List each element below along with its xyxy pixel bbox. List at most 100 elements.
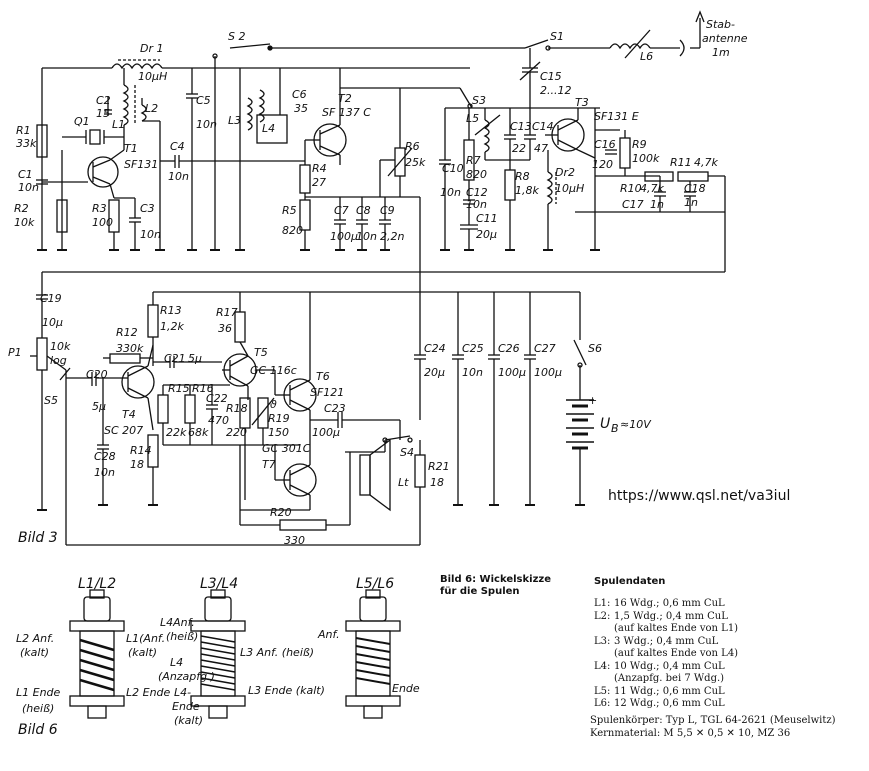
t7-type: GC 301C	[262, 442, 311, 455]
coil-data-row: (auf kaltes Ende von L1)	[594, 623, 738, 635]
r14-label: R14	[130, 444, 152, 457]
l1-coil	[122, 84, 129, 126]
r14-value: 18	[130, 458, 144, 471]
ub-label: U	[600, 416, 610, 432]
c7-label: C7	[334, 204, 349, 217]
r8-label: R8	[515, 170, 530, 183]
c18-label: C18	[684, 182, 706, 195]
r19-value: 150	[268, 426, 289, 439]
r18-label: R18	[226, 402, 248, 415]
ub-value: ≈10V	[620, 418, 652, 431]
c23-label: C23	[324, 402, 346, 415]
r5-value: 820	[282, 224, 303, 237]
coil-data-value: 16 Wdg.; 0,6 mm CuL	[614, 598, 725, 609]
r12-label: R12	[116, 326, 138, 339]
coil-data-value: 1,5 Wdg.; 0,4 mm CuL	[614, 610, 728, 622]
r19-theta: ϑ	[270, 398, 277, 411]
c7-value: 100μ	[330, 230, 358, 243]
r9-label: R9	[632, 138, 647, 151]
t7-label: T7	[262, 458, 276, 471]
c10-label: C10	[442, 162, 464, 175]
r13-value: 1,2k	[160, 320, 184, 333]
c20-label: C20	[86, 368, 108, 381]
c3-ende: Ende	[392, 682, 420, 695]
c13-label: C13	[510, 120, 532, 133]
s1-label: S1	[550, 30, 564, 43]
r11-value: 4,7k	[694, 156, 718, 169]
dr2-choke	[546, 171, 553, 205]
l5-coil	[483, 119, 490, 153]
t3-type: SF131 E	[594, 110, 639, 123]
r3-value: 100	[92, 216, 113, 229]
coil-title-1: L1/L2	[78, 576, 116, 592]
c2-label: C2	[96, 94, 111, 107]
c1-kalt1: (kalt)	[20, 646, 49, 659]
r13-label: R13	[160, 304, 182, 317]
c15-label: C15	[540, 70, 562, 83]
c1-l2-ende: L2 Ende	[126, 686, 171, 699]
r18-value: 220	[226, 426, 247, 439]
coil-data-value: (Anzapfg. bei 7 Wdg.)	[614, 673, 725, 684]
c17-value: 1n	[650, 198, 664, 211]
c15-value: 2...12	[540, 84, 572, 97]
c2-ende: Ende	[172, 700, 200, 713]
c22-value: 470	[208, 414, 229, 427]
r16-label: R16	[192, 382, 214, 395]
r2-label: R2	[14, 202, 29, 215]
c13-value: 22	[512, 142, 526, 155]
c1-value: 10n	[18, 181, 39, 194]
s4-label: S4	[400, 446, 414, 459]
r12-value: 330k	[116, 342, 144, 355]
dr2-value: 10μH	[555, 182, 584, 195]
r1-label: R1	[16, 124, 31, 137]
coil-data-value: 11 Wdg.; 0,6 mm CuL	[614, 685, 725, 697]
lt-label: Lt	[398, 476, 409, 489]
winding-sketch-title-2: für die Spulen	[440, 586, 520, 597]
s2-label: S 2	[228, 30, 245, 43]
r6-value: 25k	[405, 156, 426, 169]
t4-label: T4	[122, 408, 136, 421]
c23-value: 100μ	[312, 426, 340, 439]
l5-label: L5	[466, 112, 479, 125]
c28-label: C28	[94, 450, 116, 463]
r19-label: R19	[268, 412, 290, 425]
coil-data-row: L4:10 Wdg.; 0,4 mm CuL	[594, 661, 725, 673]
c1-l1-ende: L1 Ende	[16, 686, 61, 699]
c2-anzapfg: (Anzapfg.)	[158, 670, 215, 683]
c9-label: C9	[380, 204, 395, 217]
t4-transistor	[121, 365, 155, 399]
s3-label: S3	[472, 94, 486, 107]
p1-log: log	[50, 354, 67, 367]
l3-label: L3	[228, 114, 241, 127]
c5-label: C5	[196, 94, 211, 107]
r17-value: 36	[218, 322, 232, 335]
c25-value: 10n	[462, 366, 483, 379]
coil-data-row: L5:11 Wdg.; 0,6 mm CuL	[594, 686, 725, 698]
r21-label: R21	[428, 460, 450, 473]
coil-data-row: L3:3 Wdg.; 0,4 mm CuL	[594, 636, 718, 648]
c3-anf: Anf.	[317, 628, 340, 641]
c11-value: 20μ	[476, 228, 497, 241]
r3-label: R3	[92, 202, 107, 215]
c8-value: 10n	[356, 230, 377, 243]
r10-resistor	[644, 171, 674, 182]
c2-l3-anf: L3 Anf. (heiß)	[240, 646, 314, 659]
c10-value: 10n	[440, 186, 461, 199]
figure-label-bild3: Bild 3	[18, 530, 58, 546]
coil-data-row: L6:12 Wdg.; 0,6 mm CuL	[594, 698, 725, 710]
coil-data-value: 12 Wdg.; 0,6 mm CuL	[614, 698, 725, 709]
c6-value: 35	[294, 102, 308, 115]
speaker-cone	[369, 438, 391, 512]
c21-value: 5μ	[188, 352, 202, 365]
q1-crystal	[89, 129, 101, 145]
antenna-connector	[679, 39, 685, 57]
c5-value: 10n	[196, 118, 217, 131]
r16-value: 68k	[188, 426, 209, 439]
s5-label: S5	[44, 394, 58, 407]
r11-label: R11	[670, 156, 692, 169]
antenna-line2: antenne	[702, 32, 748, 45]
c2-value: 15	[96, 107, 110, 120]
c26-value: 100μ	[498, 366, 526, 379]
